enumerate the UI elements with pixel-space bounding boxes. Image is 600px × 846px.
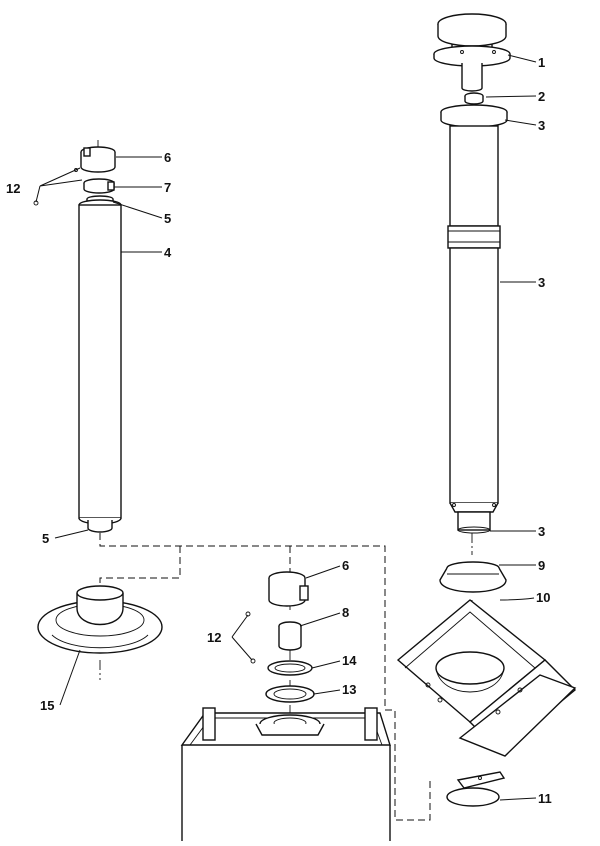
callout-14: 14	[342, 653, 357, 668]
screws-part-12-lower	[231, 611, 256, 664]
callout-1: 1	[538, 55, 545, 70]
callout-labels: 1 2 3 3 3 9 10 11 6 7 12 5 4 5 15 6 8 12…	[6, 55, 552, 806]
callout-3-middle: 3	[538, 275, 545, 290]
connection-lines	[97, 102, 476, 821]
clamp-part-7	[83, 178, 115, 194]
boiler-outline	[180, 707, 391, 841]
wall-clip-part-11	[446, 771, 506, 807]
gasket-part-13	[265, 685, 315, 703]
callout-15: 15	[40, 698, 54, 713]
callout-leaders	[54, 54, 537, 801]
pipe-collar-part-9	[439, 561, 507, 593]
adapter-part-8	[278, 621, 302, 651]
roof-flashing-part-10	[396, 599, 577, 757]
callout-12-upper: 12	[6, 181, 20, 196]
callout-3-bottom: 3	[538, 524, 545, 539]
callout-5-upper: 5	[164, 211, 171, 226]
screws-part-12-upper	[33, 167, 83, 206]
clamp-part-6-upper	[80, 146, 116, 173]
callout-2: 2	[538, 89, 545, 104]
vertical-pipe-part-3	[440, 104, 508, 534]
terminal-cap-part-1	[433, 13, 511, 92]
callout-10: 10	[536, 590, 550, 605]
callout-5-lower: 5	[42, 531, 49, 546]
callout-4: 4	[164, 245, 172, 260]
callout-9: 9	[538, 558, 545, 573]
callout-6-lower: 6	[342, 558, 349, 573]
clamp-part-6-lower	[268, 571, 309, 607]
callout-7: 7	[164, 180, 171, 195]
gasket-part-14	[267, 660, 313, 676]
seal-ring-part-2	[464, 92, 484, 105]
spigot-part-5-lower	[87, 520, 113, 533]
callout-3-top: 3	[538, 118, 545, 133]
vertical-pipe-part-4	[78, 199, 122, 525]
callout-12-lower: 12	[207, 630, 221, 645]
callout-13: 13	[342, 682, 356, 697]
wall-flange-part-15	[37, 585, 163, 654]
callout-8: 8	[342, 605, 349, 620]
callout-11: 11	[538, 791, 552, 806]
callout-6-upper: 6	[164, 150, 171, 165]
